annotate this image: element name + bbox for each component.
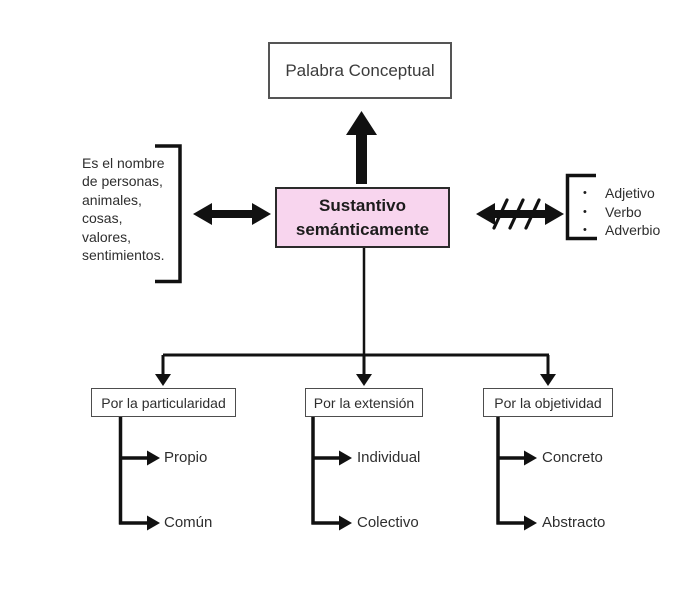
left-double-arrow	[193, 203, 271, 225]
note-line: Es el nombre	[82, 155, 165, 171]
list-item-label: Adverbio	[605, 221, 661, 238]
branch-box-objetividad: Por la objetividad	[483, 388, 613, 417]
list-item-label: Adjetivo	[605, 185, 655, 202]
branch-box-label: Por la extensión	[313, 394, 415, 411]
branch-box-label: Por la objetividad	[494, 394, 602, 411]
leaf-label-concreto: Concreto	[542, 449, 603, 466]
note-line: cosas,	[82, 210, 123, 227]
down-arrow-right	[540, 355, 556, 386]
tree-connector	[155, 248, 556, 386]
note-line: valores,	[82, 228, 132, 245]
list-item: • Adverbio	[583, 221, 688, 239]
left-note: Es el nombre de personas, animales, cosa…	[82, 154, 182, 264]
branch-3-connector	[496, 417, 537, 531]
left-note-bracket	[155, 144, 182, 284]
leaf-label-individual: Individual	[357, 449, 421, 466]
right-double-arrow-crossed	[476, 198, 564, 230]
note-line: sentimientos.	[82, 247, 165, 264]
down-arrow-left	[155, 355, 171, 386]
right-list-bracket	[565, 173, 597, 241]
leaf-label-abstracto: Abstracto	[542, 514, 606, 531]
center-box-title-line1: Sustantivo	[319, 195, 406, 215]
down-arrow-middle	[356, 355, 372, 386]
top-box: Palabra Conceptual	[268, 42, 452, 99]
note-line: animales,	[82, 191, 142, 208]
top-box-label: Palabra Conceptual	[285, 60, 435, 80]
list-item-label: Verbo	[605, 203, 642, 220]
list-item: • Verbo	[583, 202, 688, 220]
leaf-label-colectivo: Colectivo	[357, 514, 419, 531]
branch-box-label: Por la particularidad	[101, 394, 226, 411]
bullet-icon: •	[583, 223, 587, 236]
slash-marks	[492, 198, 541, 230]
list-item: • Adjetivo	[583, 184, 688, 202]
bullet-list: • Adjetivo • Verbo • Adverbio	[583, 184, 688, 239]
bullet-icon: •	[583, 187, 587, 200]
center-box: Sustantivo semánticamente	[275, 187, 450, 248]
note-line: de personas,	[82, 173, 163, 190]
branch-2-connector	[311, 417, 352, 531]
branch-box-extension: Por la extensión	[305, 388, 423, 417]
leaf-label-comun: Común	[164, 514, 213, 531]
leaf-label-propio: Propio	[164, 449, 208, 466]
up-arrow	[346, 111, 377, 184]
center-box-title-line2: semánticamente	[295, 220, 430, 240]
bullet-icon: •	[583, 205, 587, 218]
branch-box-particularidad: Por la particularidad	[91, 388, 236, 417]
branch-1-connector	[118, 417, 160, 531]
